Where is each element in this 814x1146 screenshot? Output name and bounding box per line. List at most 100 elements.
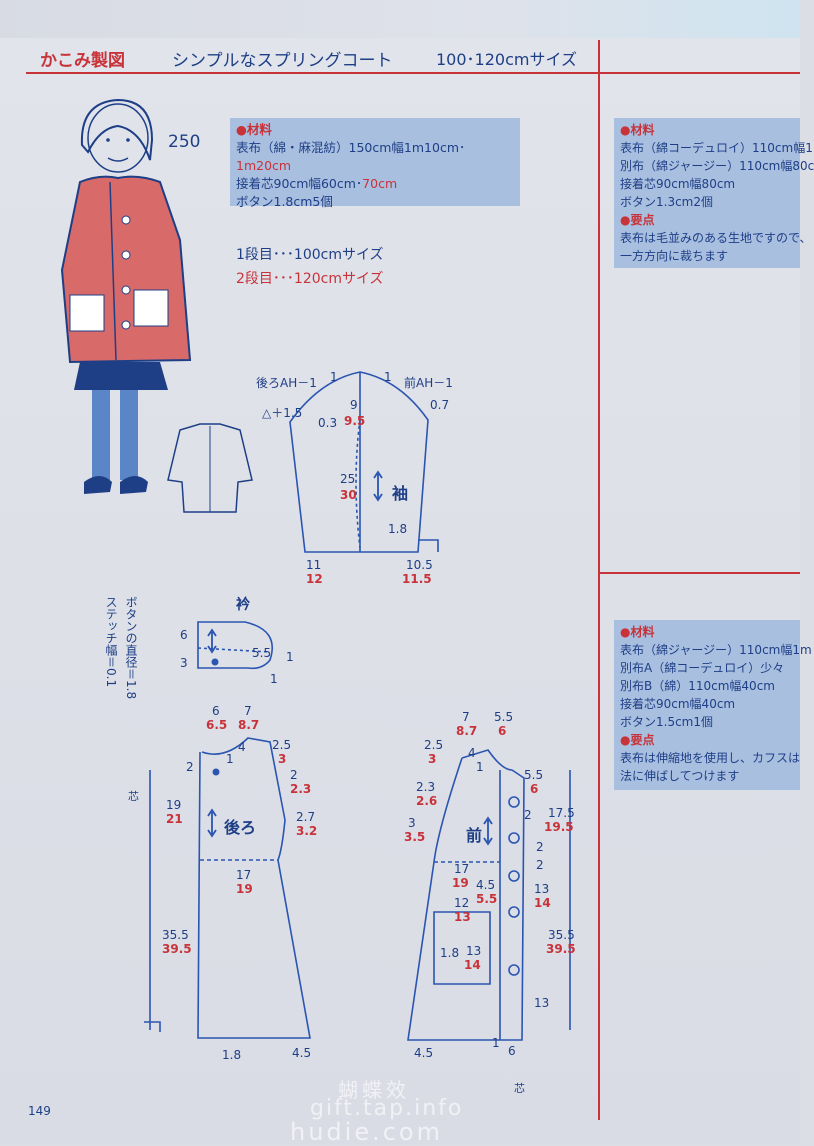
materials-heading: ●材料 <box>236 122 272 137</box>
back-skirt-red: 39.5 <box>162 942 192 956</box>
back-w2: 7 <box>244 704 252 718</box>
back-sh: 2.5 <box>272 738 292 752</box>
front-nk: 5.5 <box>524 768 544 782</box>
back-label: 後ろ <box>224 818 257 837</box>
page-number: 149 <box>28 1104 51 1118</box>
front-skirt: 35.5 <box>548 928 575 942</box>
right-top-rule <box>598 72 800 74</box>
side-materials-top: ●材料 表布（綿コーデュロイ）110cm幅1 別布（綿ジャージー）110cm幅8… <box>614 118 814 268</box>
front-b13-red: 14 <box>534 896 551 910</box>
right-mid-rule <box>598 572 800 574</box>
front-sh-red: 3 <box>428 752 437 766</box>
front-center: 芯 <box>514 1082 525 1095</box>
size-label: 100･120cmサイズ <box>436 50 577 69</box>
front-arm: 3 <box>408 816 416 830</box>
back-arm-red: 3.2 <box>296 824 318 838</box>
sleeve-tri-plus: △＋1.5 <box>262 406 303 420</box>
front-p13-red: 14 <box>464 958 481 972</box>
front-top: 17.5 <box>548 806 575 820</box>
front-p45-red: 5.5 <box>476 892 498 906</box>
sleeve-hemr: 10.5 <box>406 558 433 572</box>
front-chest: 17 <box>454 862 470 876</box>
back-hem2: 4.5 <box>292 1046 312 1060</box>
tier-2-label: 2段目･･･120cmサイズ <box>236 271 384 287</box>
back-n2: 2 <box>186 760 194 774</box>
front-p12-red: 13 <box>454 910 471 924</box>
back-len: 19 <box>166 798 182 812</box>
watermark-line-2: gift.tap.info <box>310 1096 464 1121</box>
tier-1-label: 1段目･･･100cmサイズ <box>236 247 384 263</box>
front-b2a: 2 <box>524 808 532 822</box>
collar-t1: 1 <box>286 650 294 664</box>
sleeve-halfw-red: 9.5 <box>344 414 366 428</box>
back-center: 芯 <box>128 790 139 803</box>
front-p45: 4.5 <box>476 878 496 892</box>
section-label: かこみ製図 <box>40 51 125 71</box>
back-sh-red: 3 <box>278 752 287 766</box>
sleeve-hemr-red: 11.5 <box>402 572 432 586</box>
front-n4: 4 <box>468 746 476 760</box>
sleeve-cap-left: 0.3 <box>318 416 338 430</box>
front-p18: 1.8 <box>440 946 460 960</box>
front-w1-red: 8.7 <box>456 724 478 738</box>
front-n1: 1 <box>476 760 484 774</box>
collar-w55: 5.5 <box>252 646 272 660</box>
front-w2: 5.5 <box>494 710 514 724</box>
watermark-line-1: 蝴蝶效 <box>338 1078 410 1102</box>
front-chest-red: 19 <box>452 876 469 890</box>
sleeve-halfw: 9 <box>350 398 358 412</box>
stitch-width-note: ステッチ幅＝0.1 <box>104 596 118 688</box>
sleeve-heml: 11 <box>306 558 322 572</box>
front-w2-red: 6 <box>498 724 507 738</box>
collar-h3: 3 <box>180 656 188 670</box>
front-s23-red: 2.6 <box>416 794 438 808</box>
back-w2-red: 8.7 <box>238 718 260 732</box>
girl-illustration <box>60 98 192 494</box>
front-arm-red: 3.5 <box>404 830 426 844</box>
sleeve-heml-red: 12 <box>306 572 323 586</box>
front-hem3: 6 <box>508 1044 516 1058</box>
materials-box: ●材料 表布（綿・麻混紡）150cm幅1m10cm･1m20cm 接着芯90cm… <box>230 118 520 209</box>
model-number: 250 <box>168 132 201 152</box>
front-sh: 2.5 <box>424 738 444 752</box>
sleeve-front-ah: 前AH－1 <box>404 376 453 390</box>
materials-line-1: 表布（綿・麻混紡）150cm幅1m10cm･1m20cm <box>236 140 466 173</box>
back-skirt: 35.5 <box>162 928 189 942</box>
front-nk-red: 6 <box>530 782 539 796</box>
page-top-strip <box>0 0 800 38</box>
front-b13: 13 <box>534 882 550 896</box>
front-top-red: 19.5 <box>544 820 574 834</box>
sleeve-top-l: 1 <box>330 370 338 384</box>
back-chest: 17 <box>236 868 252 882</box>
front-b2b: 2 <box>536 840 544 854</box>
front-hem1: 4.5 <box>414 1046 434 1060</box>
back-n4: 4 <box>238 740 246 754</box>
side-materials-bottom: ●材料 表布（綿ジャージー）110cm幅1m 別布A（綿コーデュロイ）少々 別布… <box>614 620 812 790</box>
front-hem2: 1 <box>492 1036 500 1050</box>
back-hem1: 1.8 <box>222 1048 242 1062</box>
button-diameter-note: ボタンの直径＝1.8 <box>124 596 138 700</box>
front-w1: 7 <box>462 710 470 724</box>
collar-t1b: 1 <box>270 672 278 686</box>
pattern-diagram <box>144 371 571 1041</box>
back-chest-red: 19 <box>236 882 253 896</box>
front-b13c: 13 <box>534 996 550 1010</box>
front-skirt-red: 39.5 <box>546 942 576 956</box>
sleeve-cap-right: 0.7 <box>430 398 450 412</box>
sleeve-back-ah: 後ろAH－1 <box>256 376 317 390</box>
front-label: 前 <box>466 826 483 845</box>
collar-h6: 6 <box>180 628 188 642</box>
header-rule <box>26 72 800 74</box>
back-arm: 2.7 <box>296 810 316 824</box>
back-s2: 2 <box>290 768 298 782</box>
front-n2: 2 <box>536 858 544 872</box>
sleeve-cuff: 1.8 <box>388 522 408 536</box>
back-w1-red: 6.5 <box>206 718 228 732</box>
column-divider <box>598 40 600 1120</box>
materials-line-2: 接着芯90cm幅60cm･70cm <box>236 176 398 191</box>
collar-label: 衿 <box>236 597 250 613</box>
watermark-line-3: hudie.com <box>290 1118 443 1146</box>
back-len-red: 21 <box>166 812 183 826</box>
back-w1: 6 <box>212 704 220 718</box>
materials-line-3: ボタン1.8cm5個 <box>236 194 333 209</box>
